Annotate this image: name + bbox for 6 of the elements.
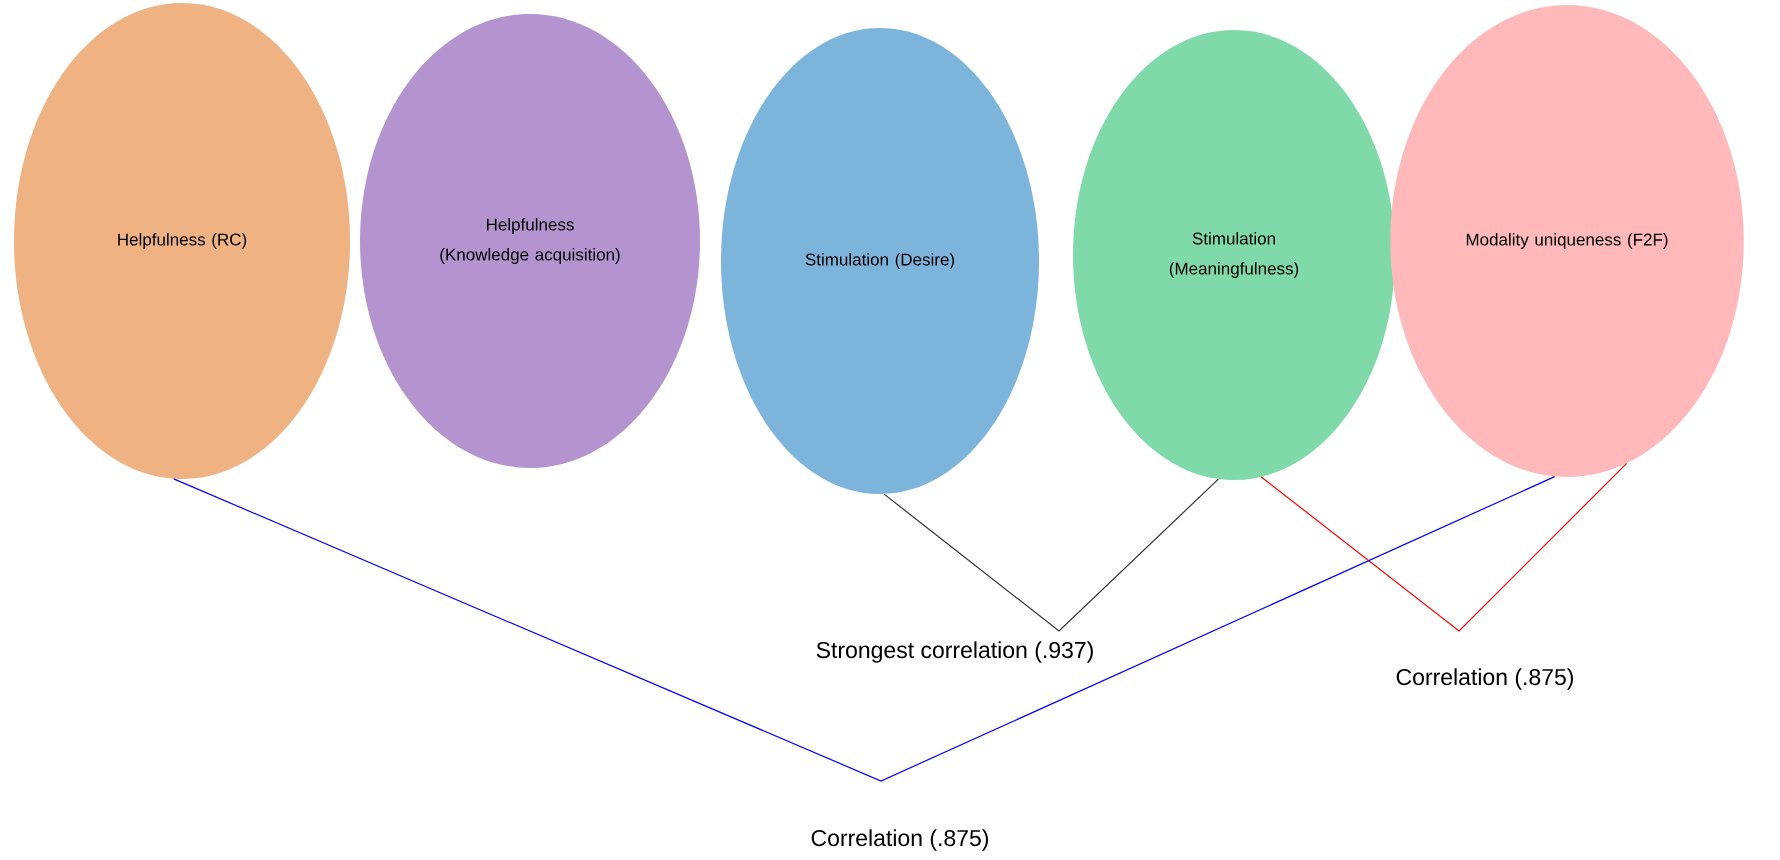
connector-line: [1260, 462, 1628, 632]
edge-label: Correlation (.875): [1393, 666, 1577, 692]
edge-label: Correlation (.875): [808, 827, 992, 853]
connector-line: [173, 476, 1556, 782]
edge-label: Strongest correlation (.937): [813, 639, 1097, 665]
connector-line: [883, 478, 1219, 632]
